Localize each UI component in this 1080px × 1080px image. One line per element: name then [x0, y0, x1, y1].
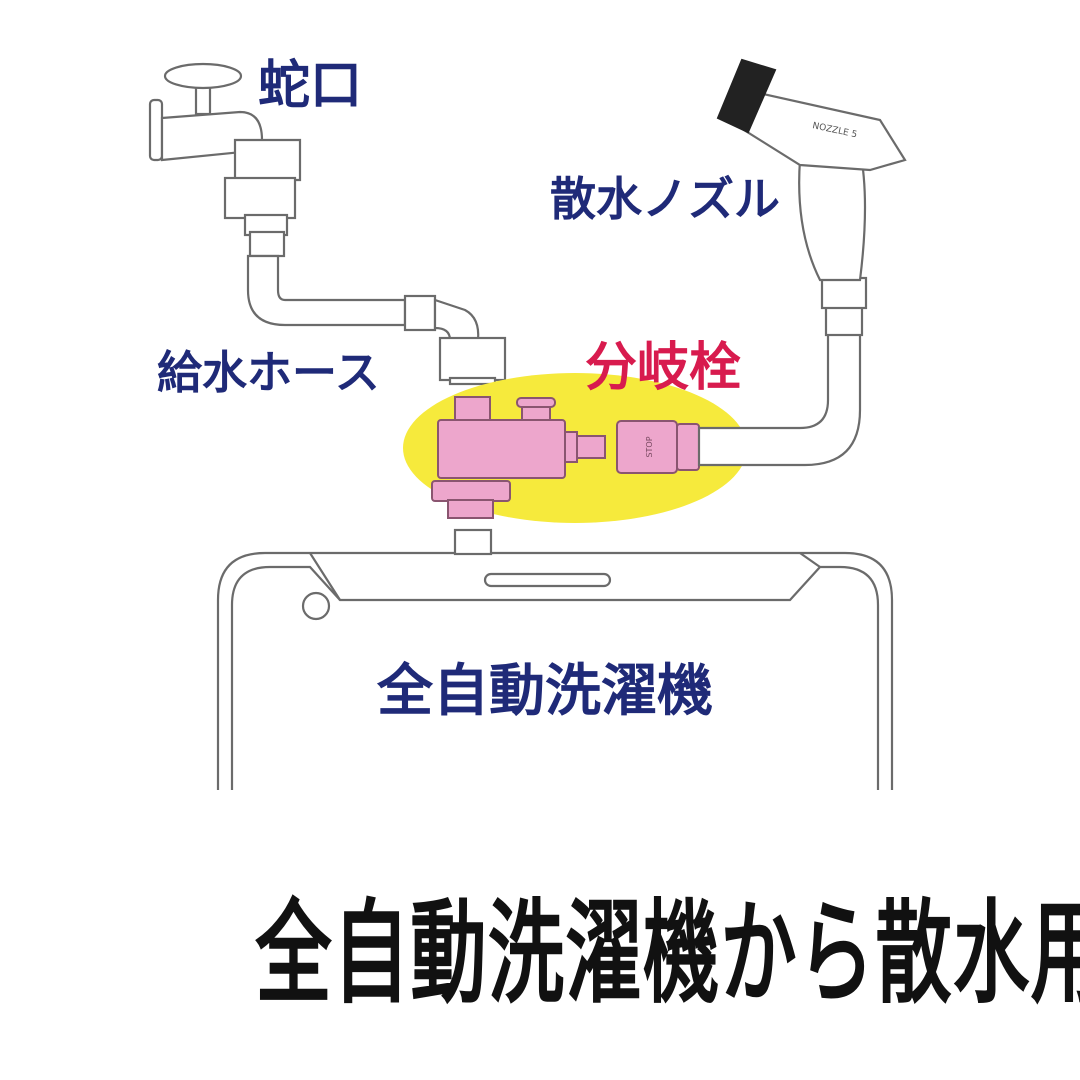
headline-text: 全自動洗濯機から散水用に分水 [255, 889, 1080, 1019]
headline: 全自動洗濯機から散水用に分水 [0, 898, 1080, 1010]
label-branch-valve: 分岐栓 [585, 338, 742, 398]
label-spray-nozzle: 散水ノズル [550, 172, 780, 226]
nozzle-hose-illustration [697, 328, 862, 467]
supply-hose-illustration [246, 254, 507, 386]
label-washing-machine: 全自動洗濯機 [377, 659, 713, 724]
label-faucet: 蛇口 [258, 56, 363, 116]
branch-valve-illustration [431, 396, 700, 519]
spray-nozzle-illustration [716, 58, 907, 337]
faucet-illustration [148, 62, 302, 258]
label-supply-hose: 給水ホース [157, 346, 380, 399]
washing-machine-illustration [216, 551, 894, 790]
machine-inlet-thread [453, 528, 493, 556]
coupler-stop-mark: STOP [645, 436, 654, 457]
